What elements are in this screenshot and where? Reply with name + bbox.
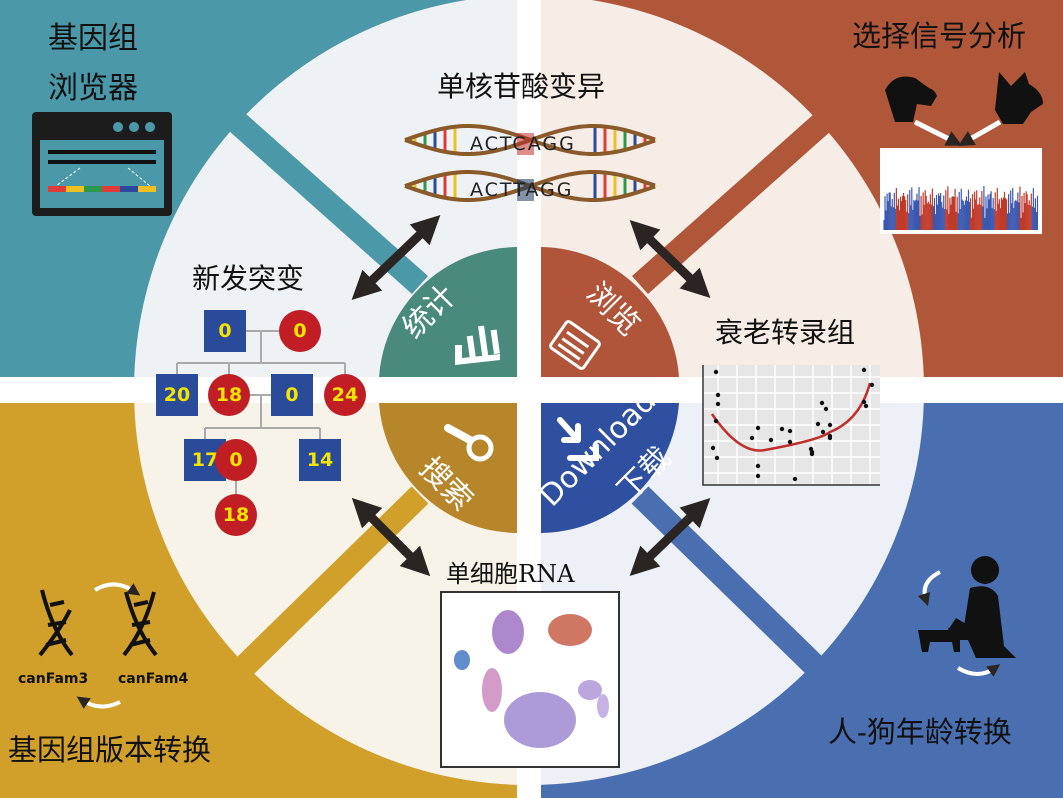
person-dog-icon (918, 556, 1016, 658)
sector-browse-button[interactable] (541, 247, 679, 377)
label-aging-transcriptome: 衰老转录组 (715, 316, 855, 349)
pedigree-count: 0 (229, 449, 242, 471)
pedigree-count: 14 (307, 449, 333, 471)
scatter-point (715, 401, 721, 407)
scatter-point (792, 476, 798, 482)
scatter-point (755, 473, 761, 479)
label-genome-browser-2: 浏览器 (48, 71, 138, 106)
pedigree-count: 17 (192, 449, 218, 471)
scatter-point (787, 439, 793, 445)
aging-scatter-plot (702, 365, 880, 486)
scatter-point (861, 367, 867, 373)
browser-window-icon (32, 112, 172, 216)
label-de-novo: 新发突变 (192, 262, 304, 295)
scatter-point (827, 435, 833, 441)
magnifier-icon (444, 424, 494, 462)
label-genome-liftover: 基因组版本转换 (8, 733, 211, 767)
scatter-point (713, 369, 719, 375)
scatter-point (714, 455, 720, 461)
pedigree-count: 18 (216, 384, 242, 406)
snv-highlight-ref (517, 133, 534, 155)
scatter-point (823, 406, 829, 412)
scatter-point (713, 418, 719, 424)
scatter-point (787, 428, 793, 434)
scatter-point (715, 392, 721, 398)
snv-highlight-alt (517, 179, 534, 201)
scatter-point (861, 399, 867, 405)
web-page-icon (549, 320, 601, 370)
dna-helix-icon (38, 589, 158, 657)
arrow-download-scrna (629, 497, 711, 577)
label-canfam4: canFam4 (118, 671, 188, 687)
label-genome-browser-1: 基因组 (48, 21, 138, 56)
pedigree-count: 0 (218, 320, 231, 342)
pedigree-male (156, 374, 198, 416)
arrow-stats-snv (351, 215, 441, 300)
pedigree-count: 20 (164, 384, 190, 406)
scatter-point (710, 445, 716, 451)
scatter-point (768, 437, 774, 443)
pedigree-female (279, 310, 321, 352)
scatter-point (755, 425, 761, 431)
scatter-point (809, 451, 815, 457)
pedigree-male (204, 310, 246, 352)
dna-sequence-alt: ACTTAGG (470, 179, 573, 201)
cycle-arrows-icon (76, 582, 141, 709)
scatter-point (755, 463, 761, 469)
scatter-point (863, 403, 869, 409)
pedigree-female (215, 439, 257, 481)
scatter-point (749, 435, 755, 441)
scatter-point (827, 422, 833, 428)
pedigree-count: 0 (293, 320, 306, 342)
scatter-point (869, 382, 875, 388)
scatter-point (779, 426, 785, 432)
pedigree-count: 24 (332, 384, 358, 406)
pedigree-male (299, 439, 341, 481)
umap-plot (440, 591, 620, 768)
dog-head-icon (885, 72, 1043, 124)
label-scrna: 单细胞RNA (446, 560, 575, 588)
arrow-search-scrna (351, 497, 431, 577)
pedigree-male (271, 374, 313, 416)
pedigree-count: 0 (285, 384, 298, 406)
dna-sequence-ref: ACTCAGG (470, 133, 576, 155)
scatter-point (815, 421, 821, 427)
label-snv: 单核苷酸变异 (437, 70, 605, 103)
arrow-browse-aging (629, 219, 711, 299)
scatter-point (820, 429, 826, 435)
pedigree-female (208, 374, 250, 416)
dna-helix-icon (404, 124, 657, 202)
pedigree-female (215, 494, 257, 536)
download-icon (557, 417, 599, 461)
pedigree-female (324, 374, 366, 416)
pedigree-count: 18 (223, 504, 249, 526)
label-canfam3: canFam3 (18, 671, 88, 687)
scatter-point (819, 400, 825, 406)
label-selection-signal: 选择信号分析 (852, 19, 1026, 53)
label-age-conversion: 人-狗年龄转换 (828, 715, 1012, 749)
bar-chart-icon (455, 325, 500, 365)
manhattan-plot-icon (880, 148, 1042, 234)
